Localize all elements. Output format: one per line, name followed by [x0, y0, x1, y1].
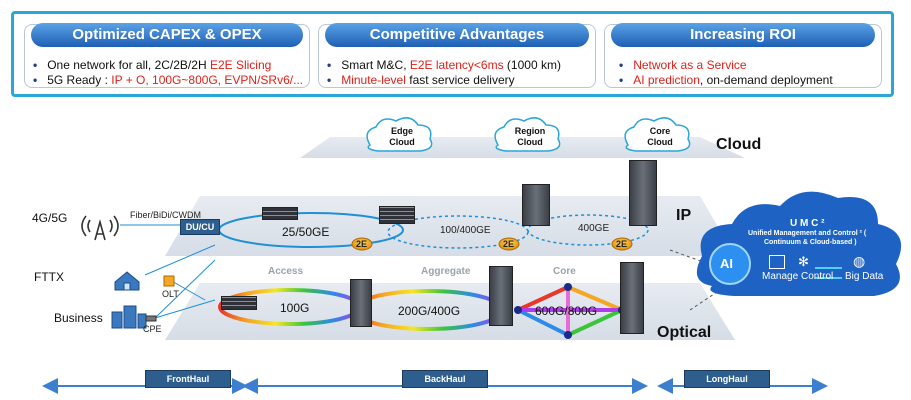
optical-rack: [350, 279, 372, 327]
bullet-text: fast service delivery: [405, 73, 515, 87]
bullet-text: One network for all, 2C/2B/2H: [47, 58, 210, 72]
label-fiber: Fiber/BiDi/CWDM: [130, 210, 201, 220]
card-bullet: •One network for all, 2C/2B/2H E2E Slici…: [33, 58, 272, 72]
optical-chassis: [221, 296, 257, 310]
bullet-highlight: Minute-level: [341, 73, 406, 87]
card-bullet: •Network as a Service: [619, 58, 747, 72]
label-4g5g: 4G/5G: [32, 211, 68, 225]
bullet-highlight: AI prediction: [633, 73, 700, 87]
router-chassis: [262, 207, 298, 220]
backhaul-label: BackHaul: [402, 370, 488, 388]
chart-icon: [769, 255, 785, 269]
bullet-text: , on-demand deployment: [699, 73, 833, 87]
badge-coin: [351, 237, 633, 251]
optical-core-mesh: [517, 285, 623, 337]
stage-core: Core: [553, 266, 576, 277]
bullet-text: Smart M&C,: [341, 58, 410, 72]
card-bullet: •Smart M&C, E2E latency<6ms (1000 km): [327, 58, 561, 72]
bullet-highlight: IP + O, 100G~800G, EVPN/SRv6/...: [111, 73, 304, 87]
card-title: Optimized CAPEX & OPEX: [31, 23, 303, 47]
cloud-label-region: Region Cloud: [514, 126, 546, 147]
cloud-shape: [366, 117, 691, 152]
router-rack: [522, 184, 550, 226]
bullet-highlight: E2E Slicing: [209, 58, 272, 72]
ai-label: AI: [720, 256, 733, 271]
gear-icon: ✻: [798, 254, 809, 269]
card-roi: Increasing ROI •Network as a Service •AI…: [604, 23, 882, 88]
card-title: Competitive Advantages: [325, 23, 589, 47]
layer-label-ip: IP: [676, 207, 692, 224]
bullet-text: 5G Ready :: [47, 73, 112, 87]
badge-label: 2E: [503, 239, 515, 249]
router-chassis: [379, 206, 415, 224]
label-fttx: FTTX: [34, 270, 64, 284]
label-olt: OLT: [162, 289, 179, 299]
optical-ring-label: 200G/400G: [398, 304, 461, 318]
longhaul-label: LongHaul: [684, 370, 770, 388]
umc-subtitle: Unified Management and Control ² (: [748, 230, 867, 237]
house-icon: [114, 271, 140, 291]
badge-label: 2E: [356, 239, 368, 249]
bullet-text: (1000 km): [503, 58, 561, 72]
manage-label: Manage: [762, 271, 799, 282]
umc-title: U M C ²: [790, 218, 825, 229]
optical-rack: [489, 266, 513, 326]
card-bullet: •AI prediction, on-demand deployment: [619, 73, 833, 87]
badge-label: 2E: [616, 239, 628, 249]
layer-label-optical: Optical: [657, 324, 712, 341]
ip-ring-label: 25/50GE: [282, 225, 330, 239]
access-links: [120, 224, 216, 319]
optical-rack: [620, 262, 644, 334]
label-business: Business: [54, 311, 103, 325]
ducu-box: DU/CU: [180, 219, 220, 235]
card-advantages: Competitive Advantages •Smart M&C, E2E l…: [318, 23, 596, 88]
label-cpe: CPE: [143, 324, 162, 334]
cpe-icon: [145, 315, 157, 322]
control-label: Control: [801, 271, 834, 282]
optical-ring-label: 600G/800G: [535, 304, 598, 318]
fronthaul-label: FrontHaul: [145, 370, 231, 388]
ai-orb: [709, 243, 751, 285]
ip-ring-label: 400GE: [578, 223, 610, 234]
router-rack: [629, 160, 657, 226]
globe-icon: ◍: [853, 253, 866, 269]
antenna-icon: [81, 215, 119, 241]
layer-label-cloud: Cloud: [716, 136, 762, 153]
card-bullet: •Minute-level fast service delivery: [327, 73, 515, 87]
ip-ring-core: [527, 214, 649, 246]
olt-icon: [163, 275, 175, 287]
bullet-highlight: E2E latency<6ms: [409, 58, 504, 72]
optical-ring-label: 100G: [280, 301, 310, 315]
bullet-highlight: Network as a Service: [633, 58, 747, 72]
card-capex: Optimized CAPEX & OPEX •One network for …: [24, 23, 310, 88]
stage-access: Access: [268, 266, 304, 277]
umc-link: [689, 289, 721, 311]
ip-ring-label: 100/400GE: [440, 225, 491, 236]
card-bullet: •5G Ready : IP + O, 100G~800G, EVPN/SRv6…: [33, 73, 304, 87]
stage-aggregate: Aggregate: [421, 266, 471, 277]
cloud-label-edge: Edge Cloud: [389, 126, 415, 147]
card-title: Increasing ROI: [611, 23, 875, 47]
umc-subtitle: Continuum & Cloud-based ): [764, 239, 857, 246]
cloud-label-core: Core Cloud: [647, 126, 673, 147]
ip-plane: [165, 196, 735, 256]
bigdata-label: Big Data: [845, 271, 884, 282]
buildings-icon: [111, 305, 147, 329]
